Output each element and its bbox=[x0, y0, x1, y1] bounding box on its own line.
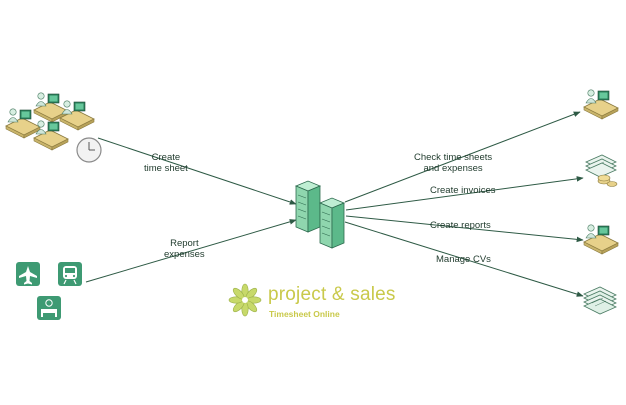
label-create-reports: Create reports bbox=[430, 220, 491, 231]
clock-icon bbox=[76, 137, 102, 163]
manager-desk-icon bbox=[583, 89, 619, 120]
brand-subtitle: Timesheet Online bbox=[269, 309, 340, 319]
brand-name: project & sales bbox=[268, 284, 396, 305]
edge-create-invoices bbox=[345, 176, 584, 211]
edge-report-expenses bbox=[85, 219, 297, 283]
train-icon bbox=[58, 262, 82, 286]
flower-logo-icon bbox=[228, 283, 262, 317]
edge-check-time-sheets bbox=[344, 111, 581, 203]
edge-create-reports bbox=[345, 215, 584, 243]
label-create-invoices: Create invoices bbox=[430, 185, 496, 196]
server-icon bbox=[294, 180, 346, 249]
label-create-time-sheet: Create time sheet bbox=[144, 152, 188, 174]
hotel-icon bbox=[37, 296, 61, 320]
invoices-icon bbox=[585, 154, 618, 187]
label-check-time-sheets: Check time sheets and expenses bbox=[414, 152, 493, 174]
edge-create-time-sheet bbox=[97, 137, 297, 205]
label-report-expenses: Report expenses bbox=[164, 238, 205, 260]
edge-lines bbox=[85, 111, 584, 297]
reports-desk-icon bbox=[583, 224, 619, 255]
cv-stack-icon bbox=[583, 286, 617, 315]
edge-manage-cvs bbox=[344, 221, 584, 297]
airplane-icon bbox=[16, 262, 40, 286]
label-manage-cvs: Manage CVs bbox=[436, 254, 491, 265]
